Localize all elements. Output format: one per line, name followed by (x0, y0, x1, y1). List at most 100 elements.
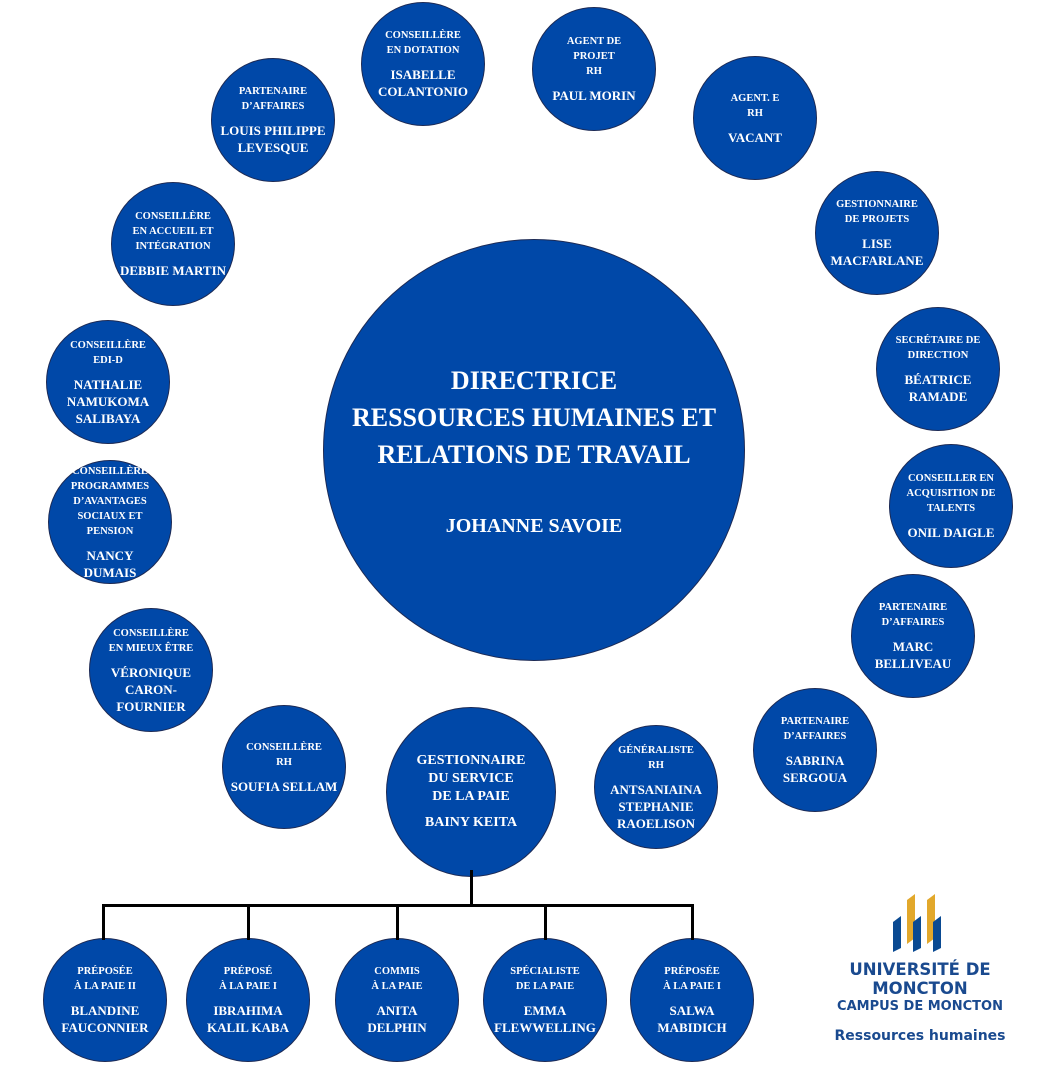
node-name: BELLIVEAU (874, 656, 952, 671)
node-name: JOHANNE SAVOIE (445, 514, 623, 537)
university-logo: UNIVERSITÉ DE MONCTON CAMPUS DE MONCTON … (800, 880, 1040, 1044)
node-title: DIRECTION (907, 350, 969, 361)
node-name: MACFARLANE (830, 253, 924, 268)
node-title: D’AFFAIRES (881, 617, 945, 628)
connector-line (247, 904, 250, 940)
connector-line (102, 904, 105, 940)
node-title: À LA PAIE (371, 981, 423, 992)
node-name: DELPHIN (367, 1020, 427, 1035)
node-title: GESTIONNAIRE (836, 199, 918, 210)
node-name: BAINY KEITA (424, 815, 518, 830)
node-conseillere-rh: CONSEILLÈRE RH SOUFIA SELLAM (222, 705, 346, 829)
node-title: PRÉPOSÉE (664, 966, 720, 977)
node-name: SABRINA (785, 753, 845, 768)
node-name: VÉRONIQUE (110, 664, 192, 680)
node-title: DU SERVICE (428, 771, 514, 786)
node-name: ONIL DAIGLE (907, 525, 995, 540)
node-name: NAMUKOMA (66, 393, 150, 409)
node-gestionnaire-paie: GESTIONNAIRE DU SERVICE DE LA PAIE BAINY KE… (386, 707, 556, 877)
node-title: DE LA PAIE (515, 981, 575, 992)
node-name: SALIBAYA (75, 410, 141, 426)
node-name: LISE (862, 236, 892, 251)
node-title: CONSEILLÈRE (70, 339, 146, 351)
node-name: FOURNIER (116, 698, 186, 714)
university-name: UNIVERSITÉ DE MONCTON (849, 960, 991, 998)
node-title: ACQUISITION DE (906, 488, 996, 499)
node-name: ANTSANIAINA (610, 781, 702, 797)
node-title: PROJET (573, 51, 615, 62)
node-conseiller-acquisition: CONSEILLER EN ACQUISITION DE TALENTS ONIL D… (889, 444, 1013, 568)
node-title: PARTENAIRE (238, 86, 308, 97)
node-title: SPÉCIALISTE (510, 966, 580, 977)
connector-line (544, 904, 547, 940)
node-name: FLEWWELLING (494, 1020, 596, 1035)
node-title: PRÉPOSÉ (223, 966, 273, 977)
node-title: AGENT. E (730, 92, 780, 104)
node-name: SOUFIA SELLAM (230, 778, 338, 794)
node-title: EN DOTATION (386, 45, 460, 56)
node-name: BLANDINE (70, 1003, 140, 1018)
node-title: RH (276, 756, 292, 768)
node-specialiste-paie: SPÉCIALISTE DE LA PAIE EMMA FLEWWELLING (483, 938, 607, 1062)
node-title: D’AVANTAGES (73, 495, 147, 507)
node-name: COLANTONIO (377, 84, 469, 99)
node-directrice: DIRECTRICE RESSOURCES HUMAINES ET RELATION… (323, 239, 745, 661)
node-name: RAOELISON (616, 815, 696, 831)
node-title: CONSEILLÈRE (135, 211, 211, 222)
node-name: NATHALIE (73, 376, 143, 392)
university-emblem-icon (893, 894, 941, 952)
node-title: RESSOURCES HUMAINES ET (351, 402, 717, 432)
node-name: BÉATRICE (904, 372, 972, 387)
node-title: SECRÉTAIRE DE (895, 335, 981, 346)
node-title: EN ACCUEIL ET (132, 226, 214, 237)
node-title: GESTIONNAIRE (416, 753, 526, 768)
node-title: DIRECTRICE (450, 365, 618, 395)
node-title: SOCIAUX ET (77, 510, 143, 522)
node-name: FAUCONNIER (61, 1020, 149, 1035)
node-title: D’AFFAIRES (241, 101, 305, 112)
node-title: DE LA PAIE (432, 789, 510, 804)
node-title: CONSEILLÈRE (113, 627, 189, 639)
node-title: PRÉPOSÉE (77, 966, 133, 977)
node-title: COMMIS (374, 966, 420, 977)
node-title: GÉNÉRALISTE (618, 744, 694, 756)
department-name: Ressources humaines (834, 1028, 1006, 1044)
node-title: À LA PAIE I (663, 981, 721, 992)
node-title: RELATIONS DE TRAVAIL (377, 439, 691, 469)
node-title: CONSEILLÈRE (246, 741, 322, 753)
node-title: CONSEILLER EN (907, 473, 995, 484)
node-name: SERGOUA (782, 770, 848, 785)
node-title: DE PROJETS (844, 214, 910, 225)
node-name: NANCY (86, 547, 134, 563)
campus-name: CAMPUS DE MONCTON (837, 999, 1003, 1014)
node-name: CARON- (125, 681, 177, 697)
node-name: RAMADE (908, 389, 968, 404)
node-title: CONSEILLÈRE (72, 465, 148, 477)
node-name: IBRAHIMA (213, 1003, 283, 1018)
connector-line (470, 870, 473, 907)
node-title: EN MIEUX ÊTRE (108, 642, 194, 654)
node-title: TALENTS (926, 503, 976, 514)
node-name: DEBBIE MARTIN (119, 263, 227, 278)
node-name: LOUIS PHILIPPE (220, 123, 326, 138)
node-title: À LA PAIE I (219, 981, 277, 992)
node-name: STEPHANIE (618, 798, 694, 814)
node-title: RH (747, 107, 763, 119)
node-title: PENSION (86, 525, 134, 537)
node-name: VACANT (728, 129, 782, 145)
connector-line (691, 904, 694, 940)
node-name: PAUL MORIN (552, 88, 636, 103)
node-title: À LA PAIE II (74, 981, 136, 992)
node-name: EMMA (523, 1003, 567, 1018)
node-title: AGENT DE (566, 36, 622, 47)
